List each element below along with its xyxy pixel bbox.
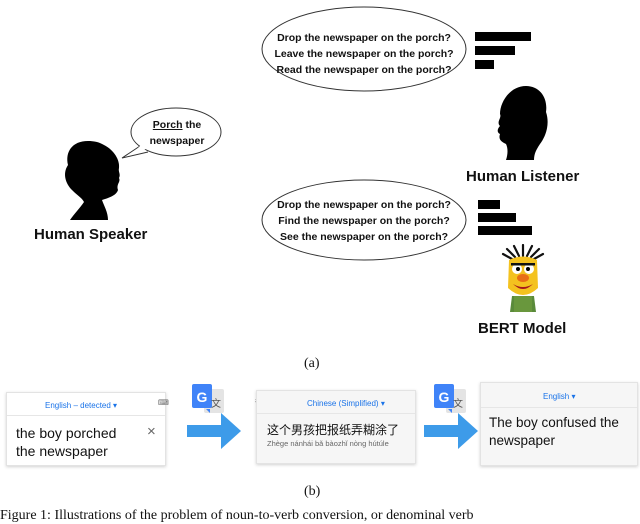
bert-model-label: BERT Model [478, 320, 567, 337]
bubble-word-newspaper: newspaper [149, 135, 205, 147]
bert-bar-2 [478, 213, 516, 222]
bert-bar-chart [478, 200, 532, 240]
figure-caption: Figure 1: Illustrations of the problem o… [0, 508, 474, 523]
speaker-bubble-text: Porch the newspaper [136, 117, 218, 149]
english-language-label[interactable]: English ▾ [543, 392, 576, 401]
svg-text:G: G [439, 389, 450, 405]
bert-bubble-text: Drop the newspaper on the porch? Find th… [262, 197, 466, 245]
clear-text-icon[interactable]: × [147, 423, 156, 440]
listener-bar-2 [475, 46, 515, 55]
arrow-right-1 [187, 413, 241, 449]
listener-bubble-text: Drop the newspaper on the porch? Leave t… [262, 30, 466, 78]
human-speaker-label: Human Speaker [34, 226, 148, 243]
google-translate-icon: G 文 [192, 384, 224, 413]
chinese-text: 这个男孩把报纸弄糊涂了 [267, 423, 400, 437]
svg-text:G: G [197, 389, 208, 405]
listener-line-3: Read the newspaper on the porch? [276, 64, 452, 76]
output-text: The boy confused the newspaper [489, 415, 619, 448]
panel-2-header: Chinese (Simplified) ▾ [257, 391, 415, 414]
translate-chinese-panel: Chinese (Simplified) ▾ 这个男孩把报纸弄糊涂了 Zhège… [256, 390, 416, 464]
listener-bar-chart [475, 32, 531, 72]
bert-speech-bubble [261, 179, 467, 261]
google-translate-icon-2: G 文 [434, 384, 466, 413]
panel-3-header: English ▾ [481, 383, 637, 408]
speaker-speech-bubble [121, 107, 222, 159]
bert-line-2: Find the newspaper on the porch? [278, 215, 450, 227]
caption-a: (a) [304, 356, 320, 371]
arrow-right-2 [424, 413, 478, 449]
bert-line-1: Drop the newspaper on the porch? [277, 199, 451, 211]
listener-speech-bubble [261, 6, 467, 92]
bubble-word-the: the [182, 119, 202, 131]
listener-line-1: Drop the newspaper on the porch? [277, 32, 451, 44]
listener-bar-3 [475, 60, 494, 69]
human-listener-label: Human Listener [466, 168, 580, 185]
detected-language-label[interactable]: English – detected ▾ [45, 401, 118, 410]
bert-bar-1 [478, 200, 500, 209]
underlined-word: Porch [152, 119, 183, 131]
human-speaker-silhouette [65, 141, 120, 220]
translate-output-panel: English ▾ The boy confused the newspaper [480, 382, 638, 466]
svg-text:文: 文 [453, 397, 463, 410]
source-text[interactable]: the boy porched the newspaper [16, 425, 117, 459]
pinyin-text: Zhège nánhái bǎ bàozhǐ nòng hútúle [267, 439, 389, 448]
listener-line-2: Leave the newspaper on the porch? [274, 48, 454, 60]
bert-line-3: See the newspaper on the porch? [279, 231, 449, 243]
human-listener-silhouette [497, 86, 548, 160]
mic-icon[interactable]: ⌨ [158, 398, 169, 407]
listener-bar-1 [475, 32, 531, 41]
chinese-language-label[interactable]: Chinese (Simplified) ▾ [307, 399, 385, 408]
bert-puppet-image [501, 244, 545, 312]
caption-b: (b) [304, 484, 321, 499]
translate-input-panel: English – detected ▾ the boy porched the… [6, 392, 166, 466]
panel-1-header: English – detected ▾ [7, 393, 165, 416]
svg-text:文: 文 [211, 397, 221, 410]
bert-bar-3 [478, 226, 532, 235]
